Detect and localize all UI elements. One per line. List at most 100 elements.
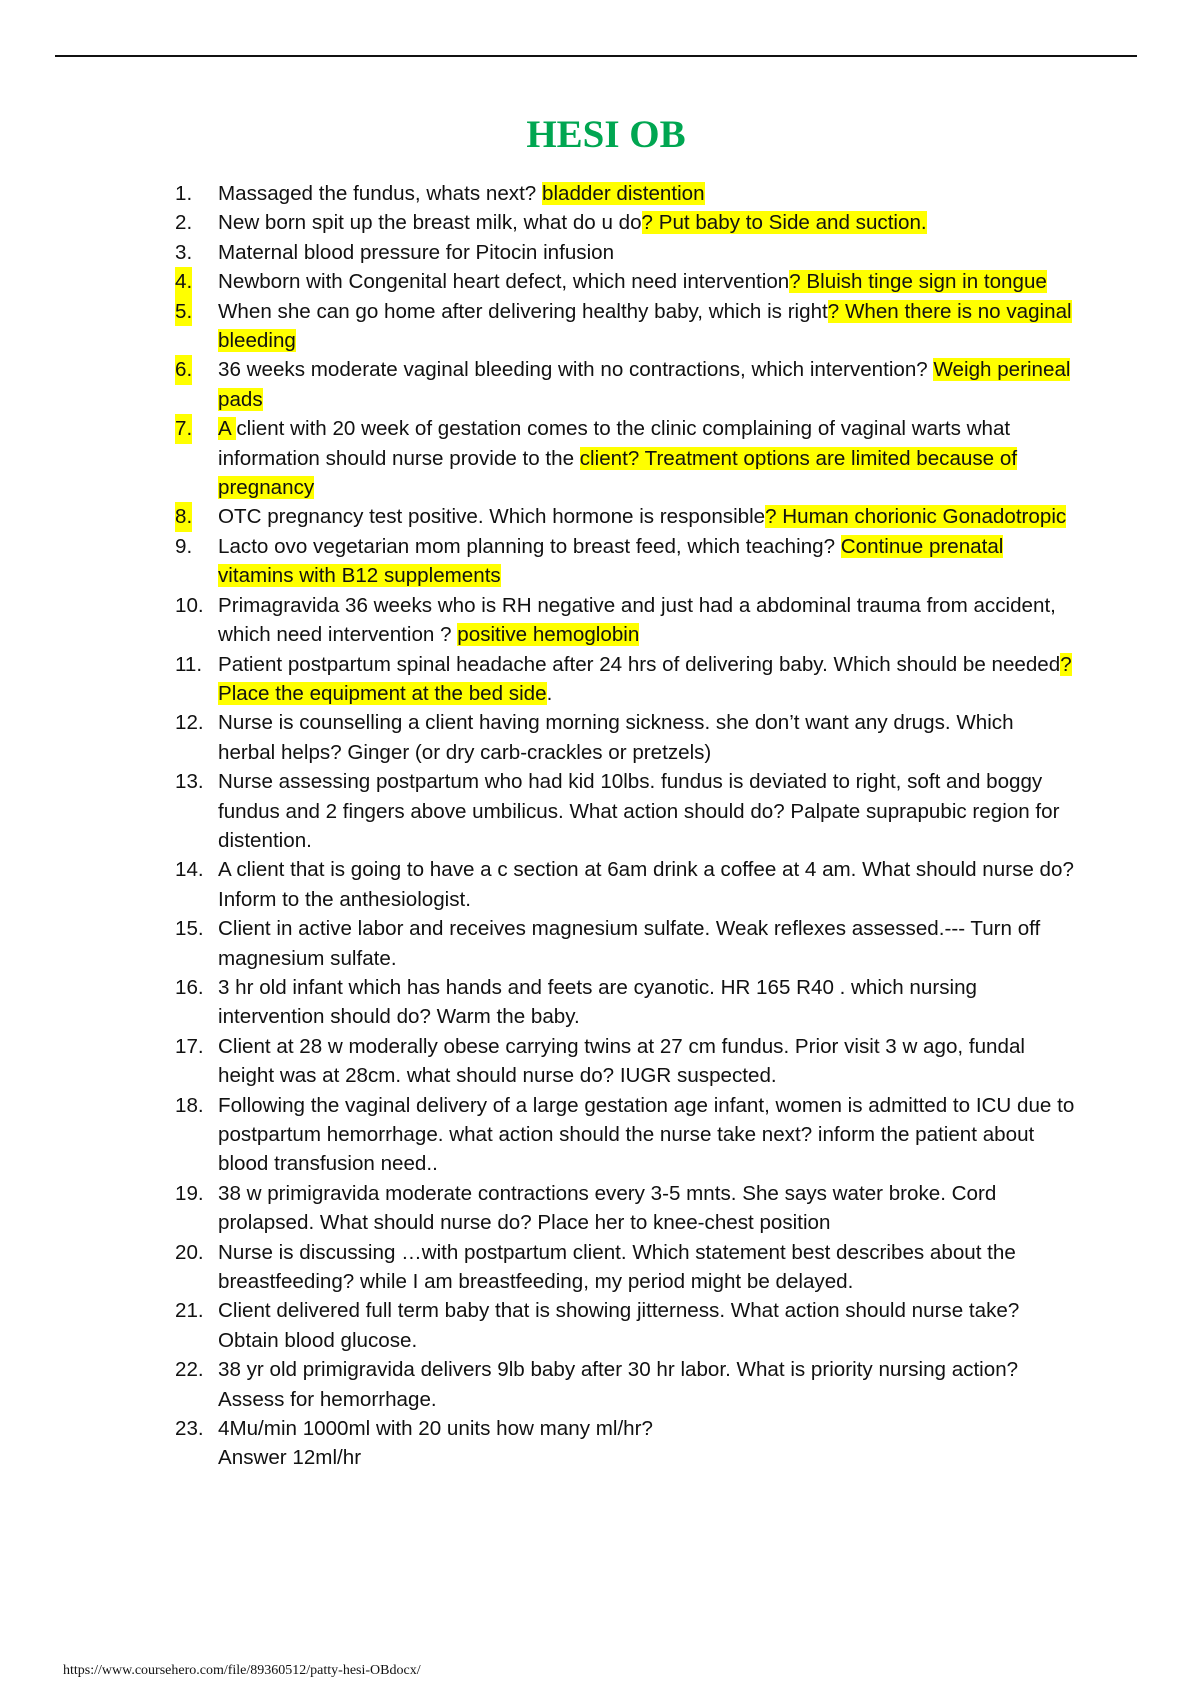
question-number: 13. [175,770,204,794]
question-item: 3. Maternal blood pressure for Pitocin in… [175,238,1075,267]
question-item: 9. Lacto ovo vegetarian mom planning to b… [175,532,1075,591]
question-fragment: client with 20 week of gestation comes t… [218,417,1011,470]
question-number: 4. [175,267,193,297]
question-item: 21. Client delivered full term baby that … [175,1296,1075,1355]
question-item: 7. A client with 20 week of gestation com… [175,414,1075,502]
question-fragment: 3 hr old infant which has hands and feet… [218,975,977,1029]
question-text: Newborn with Congenital heart defect, wh… [218,270,1047,294]
question-fragment: Maternal blood pressure for Pitocin infu… [218,240,615,264]
question-number: 15. [175,917,204,941]
question-number: 6. [175,355,193,385]
question-text: 36 weeks moderate vaginal bleeding with … [218,358,1071,411]
highlighted-answer: bladder distention [541,182,705,205]
question-number: 17. [175,1034,204,1058]
question-item: 19. 38 w primigravida moderate contractio… [175,1179,1075,1238]
question-item: 2. New born spit up the breast milk, what… [175,208,1075,237]
question-text: Client delivered full term baby that is … [218,1299,1019,1351]
question-item: 14. A client that is going to have a c se… [175,855,1075,914]
question-item: 22. 38 yr old primigravida delivers 9lb b… [175,1355,1075,1414]
question-list: 1. Massaged the fundus, whats next? bladd… [175,179,1075,1473]
answer-line: Answer 12ml/hr [218,1446,362,1470]
question-number: 16. [175,975,204,999]
question-fragment: Nurse is counselling a client having mor… [218,711,1014,764]
question-text: A client with 20 week of gestation comes… [218,417,1018,500]
question-text: A client that is going to have a c secti… [218,858,1074,910]
question-text: OTC pregnancy test positive. Which hormo… [218,505,1067,529]
question-fragment: 38 w primigravida moderate contractions … [218,1181,997,1235]
question-number: 21. [175,1299,204,1323]
question-item: 6. 36 weeks moderate vaginal bleeding wit… [175,355,1075,414]
question-text: Primagravida 36 weeks who is RH negative… [218,593,1056,647]
question-fragment: 36 weeks moderate vaginal bleeding with … [218,358,934,382]
question-text: Nurse is discussing …with postpartum cli… [218,1241,1016,1293]
question-fragment: 38 yr old primigravida delivers 9lb baby… [218,1358,1019,1411]
question-fragment: Primagravida 36 weeks who is RH negative… [218,593,1056,647]
question-number: 12. [175,711,204,735]
question-number: 19. [175,1181,204,1205]
question-number: 5. [175,296,193,327]
question-number: 18. [175,1093,204,1117]
question-item: 4. Newborn with Congenital heart defect, … [175,267,1075,297]
question-text: Massaged the fundus, whats next? bladder… [218,182,705,205]
question-fragment: Nurse is discussing …with postpartum cli… [218,1240,1016,1294]
question-number: 7. [175,414,193,444]
question-item: 13. Nurse assessing postpartum who had ki… [175,767,1075,855]
question-number: 20. [175,1240,204,1264]
question-text: Lacto ovo vegetarian mom planning to bre… [218,534,1004,588]
highlighted-answer: ? Human chorionic Gonadotropic [765,505,1067,529]
question-fragment: Nurse assessing postpartum who had kid 1… [218,770,1060,852]
question-text: 4Mu/min 1000ml with 20 units how many ml… [218,1417,653,1440]
question-item: 5. When she can go home after delivering … [175,296,1075,356]
question-text: Nurse assessing postpartum who had kid 1… [218,770,1059,852]
question-item: 15. Client in active labor and receives m… [175,914,1075,973]
question-fragment: Client delivered full term baby that is … [218,1299,1020,1352]
question-number: 1. [175,182,193,205]
question-text: 38 w primigravida moderate contractions … [218,1182,996,1234]
question-fragment: When she can go home after delivering he… [218,299,828,323]
question-item: 17. Client at 28 w moderally obese carryi… [175,1032,1075,1091]
question-item: 10. Primagravida 36 weeks who is RH negat… [175,591,1075,650]
question-fragment: . [546,681,553,705]
question-text: Following the vaginal delivery of a larg… [218,1094,1074,1176]
question-number: 11. [175,652,203,676]
highlighted-answer: ? Put baby to Side and suction. [641,211,927,235]
question-text: Nurse is counselling a client having mor… [218,711,1014,763]
question-item: 8. OTC pregnancy test positive. Which hor… [175,502,1075,532]
question-fragment: 4Mu/min 1000ml with 20 units how many ml… [218,1417,653,1441]
question-text: 3 hr old infant which has hands and feet… [218,976,977,1028]
question-fragment: OTC pregnancy test positive. Which hormo… [218,505,766,529]
question-number: 22. [175,1358,204,1382]
question-fragment: Newborn with Congenital heart defect, wh… [218,270,790,294]
question-number: 2. [175,211,193,235]
question-item: 16. 3 hr old infant which has hands and f… [175,973,1075,1032]
page-title: HESI OB [526,113,686,156]
question-text: Client in active labor and receives magn… [218,917,1040,969]
question-number: 10. [175,593,204,617]
question-number: 8. [175,502,193,532]
question-item: 18. Following the vaginal delivery of a l… [175,1091,1075,1179]
question-item: 1. Massaged the fundus, whats next? bladd… [175,179,1075,208]
footer-url: https://www.coursehero.com/file/89360512… [63,1663,421,1678]
question-text: 38 yr old primigravida delivers 9lb baby… [218,1358,1018,1410]
question-number: 14. [175,858,204,882]
question-item: 11. Patient postpartum spinal headache af… [175,650,1075,709]
question-fragment: Client in active labor and receives magn… [218,917,1041,970]
question-fragment: Patient postpartum spinal headache after… [218,652,1061,676]
highlighted-answer: A [218,417,237,441]
question-text: New born spit up the breast milk, what d… [218,211,927,235]
question-fragment: Client at 28 w moderally obese carrying … [218,1034,1025,1088]
question-fragment: Lacto ovo vegetarian mom planning to bre… [218,534,841,558]
highlighted-answer: positive hemoglobin [457,623,640,647]
question-text: Client at 28 w moderally obese carrying … [218,1035,1025,1087]
question-fragment: New born spit up the breast milk, what d… [218,211,642,235]
question-number: 3. [175,240,193,264]
question-text: Patient postpartum spinal headache after… [218,652,1072,705]
question-text: Maternal blood pressure for Pitocin infu… [218,241,614,264]
question-item: 23. 4Mu/min 1000ml with 20 units how many… [175,1414,1075,1473]
question-text: When she can go home after delivering he… [218,299,1072,353]
question-item: 12. Nurse is counselling a client having … [175,708,1075,767]
question-fragment: A client that is going to have a c secti… [218,858,1074,911]
question-fragment: Following the vaginal delivery of a larg… [218,1093,1075,1176]
question-number: 9. [175,534,193,558]
question-number: 23. [175,1417,204,1441]
